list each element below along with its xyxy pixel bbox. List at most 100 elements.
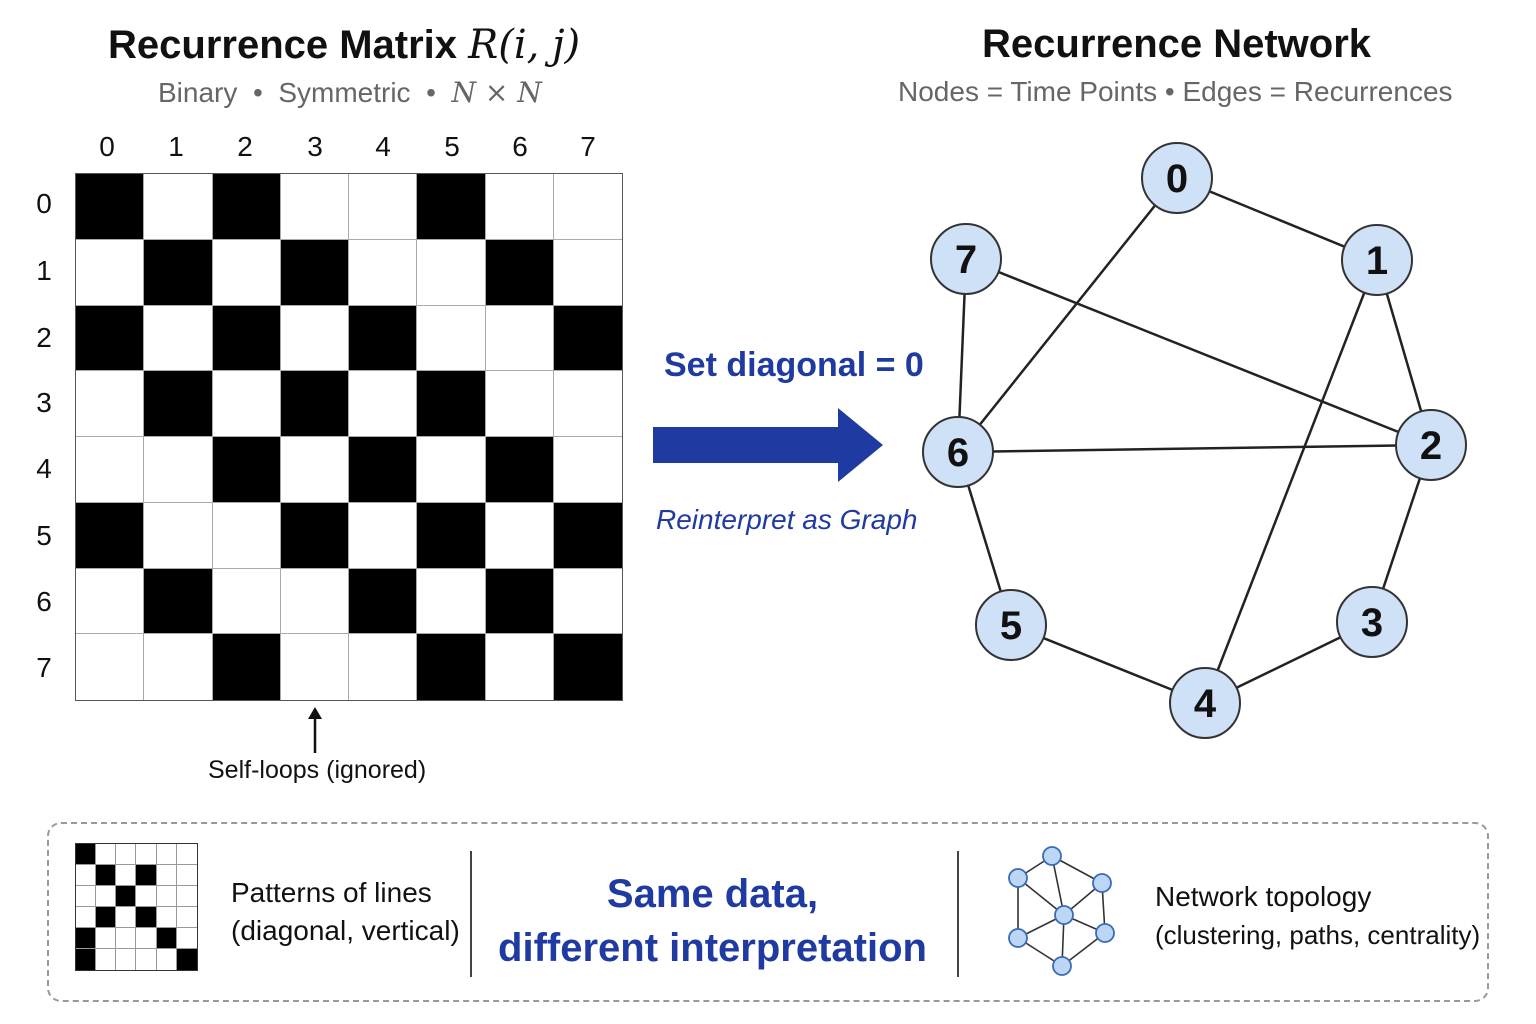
mini-matrix-cell (96, 886, 117, 907)
matrix-col-label: 6 (512, 131, 528, 162)
matrix-cell (553, 569, 622, 635)
mini-matrix-cell (96, 949, 117, 970)
matrix-cell (417, 437, 486, 503)
mini-matrix-cell (176, 886, 197, 907)
network-node-label: 1 (1366, 239, 1388, 283)
mini-matrix-cell (176, 865, 197, 886)
transform-label: Set diagonal = 0 (664, 346, 924, 384)
network-node: 1 (1341, 224, 1413, 296)
network-node: 0 (1141, 142, 1213, 214)
matrix-cell (76, 437, 145, 503)
subtitle-size: N × N (451, 76, 542, 109)
mini-matrix-cell (156, 844, 177, 865)
matrix-cell (553, 371, 622, 437)
matrix-cell (553, 502, 622, 569)
network-edge (957, 443, 1432, 454)
mini-matrix-cell (116, 844, 137, 865)
legend-divider-left (470, 851, 472, 977)
network-node-circle (922, 416, 994, 488)
matrix-col-label: 5 (444, 131, 460, 162)
matrix-cell (280, 568, 349, 635)
mini-matrix-cell (156, 907, 177, 928)
matrix-cell (553, 305, 622, 372)
network-node: 2 (1395, 409, 1467, 481)
network-node-circle (1169, 667, 1241, 739)
network-edge (965, 257, 1432, 447)
matrix-cell (417, 502, 486, 569)
matrix-cell (553, 634, 622, 700)
matrix-cell (144, 502, 213, 569)
legend-divider-right (957, 851, 959, 977)
matrix-cell (349, 239, 418, 306)
network-node-label: 5 (1000, 604, 1022, 648)
mini-matrix-cell (96, 865, 117, 886)
matrix-cell (553, 240, 622, 306)
mini-matrix-cell (136, 865, 157, 886)
network-node-label: 3 (1361, 601, 1383, 645)
matrix-cell (281, 634, 349, 700)
matrix-row-label: 2 (36, 322, 52, 353)
mini-matrix-cell (157, 949, 177, 970)
mini-matrix-cell (96, 844, 117, 865)
legend-left-line2: (diagonal, vertical) (231, 915, 460, 946)
matrix-cell (76, 502, 145, 569)
network-node: 4 (1169, 667, 1241, 739)
mini-matrix-cell (156, 865, 177, 886)
self-loops-annotation: Self-loops (ignored) (208, 756, 427, 784)
matrix-row-label: 4 (36, 453, 52, 484)
matrix-cell (76, 239, 145, 306)
network-node: 3 (1336, 586, 1408, 658)
matrix-cell (553, 174, 622, 240)
legend-right-line1: Network topology (1155, 881, 1372, 912)
matrix-cell (280, 437, 349, 503)
recurrence-matrix-grid (75, 173, 623, 701)
matrix-cell (417, 568, 486, 635)
network-edge (957, 177, 1178, 453)
matrix-cell (144, 568, 213, 635)
matrix-cell (76, 634, 145, 700)
matrix-title-math: R(i, j) (468, 22, 581, 68)
matrix-cell (485, 568, 554, 635)
mini-matrix-cell (136, 928, 157, 949)
matrix-cell (144, 239, 213, 306)
matrix-cell (417, 371, 486, 437)
network-node-circle (1141, 142, 1213, 214)
matrix-cell (212, 174, 281, 240)
mini-matrix-cell (176, 907, 197, 928)
mini-matrix-cell (76, 844, 97, 865)
network-node-label: 7 (955, 238, 977, 282)
legend-center-text: Same data, different interpretation (490, 867, 935, 975)
mini-matrix-cell (136, 907, 157, 928)
matrix-cell (349, 437, 418, 503)
network-edge (1203, 259, 1379, 704)
matrix-cell (212, 437, 281, 503)
mini-matrix-cell (116, 865, 137, 886)
matrix-cell (417, 305, 486, 372)
matrix-cell (280, 239, 349, 306)
matrix-cell (485, 502, 554, 569)
mini-matrix-cell (96, 907, 117, 928)
matrix-cell (485, 174, 554, 240)
matrix-col-label: 2 (237, 131, 253, 162)
network-icon (1008, 846, 1115, 976)
matrix-row-label: 0 (36, 188, 52, 219)
matrix-col-label: 0 (99, 131, 115, 162)
matrix-cell (76, 568, 145, 635)
matrix-cell (76, 174, 145, 240)
mini-matrix-cell (76, 928, 97, 949)
matrix-cell (349, 371, 418, 437)
network-node: 5 (975, 589, 1047, 661)
matrix-cell (485, 305, 554, 372)
matrix-row-label: 3 (36, 387, 52, 418)
mini-matrix-cell (176, 928, 197, 949)
matrix-cell (144, 437, 213, 503)
network-node-circle (1341, 224, 1413, 296)
mini-matrix-cell (136, 949, 157, 970)
network-node-circle (975, 589, 1047, 661)
matrix-title: Recurrence Matrix R(i, j) (108, 22, 581, 68)
matrix-cell (280, 305, 349, 372)
network-node-circle (1336, 586, 1408, 658)
matrix-cell (485, 371, 554, 437)
